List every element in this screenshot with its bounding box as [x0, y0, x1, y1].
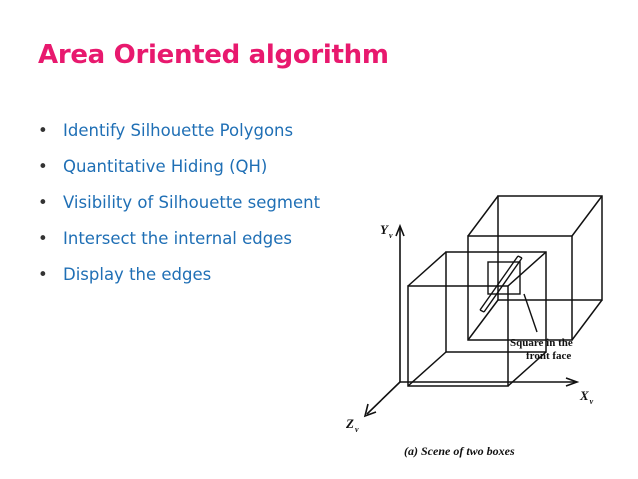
z-axis-arrow [363, 403, 377, 418]
y-axis-arrow [395, 223, 405, 237]
back-box [467, 195, 603, 341]
callout-label-line2: front face [526, 350, 571, 362]
figure-caption: (a) Scene of two boxes [404, 444, 515, 458]
square-diagonal-cap [479, 309, 485, 313]
two-boxes-figure: Yv Xv Zv Square in the front face (a) Sc… [345, 195, 603, 458]
square-diagonal-cap [517, 255, 523, 259]
back-box-edge [467, 195, 499, 237]
front-box-front-face [407, 285, 509, 387]
y-axis-label: Yv [380, 222, 393, 240]
bullet-text: Intersect the internal edges [63, 229, 292, 248]
back-box-edge [571, 299, 603, 341]
front-box-rear-face [445, 251, 547, 353]
back-box-rear-face [497, 195, 603, 301]
back-box-front-face [467, 235, 573, 341]
x-axis-arrow [565, 377, 580, 387]
bullet-list: • Identify Silhouette Polygons • Quantitat… [38, 119, 320, 299]
bullet-item: • Identify Silhouette Polygons [38, 119, 320, 155]
front-box-edge [507, 351, 547, 387]
front-face-square [479, 255, 538, 333]
bullet-dot: • [38, 265, 48, 284]
callout-leader-line [523, 293, 538, 333]
z-axis-label: Zv [345, 416, 359, 434]
bullet-dot: • [38, 229, 48, 248]
square-diagonal [483, 257, 523, 313]
bullet-item: • Intersect the internal edges [38, 227, 320, 263]
front-box-edge [507, 251, 547, 287]
inner-square [487, 261, 521, 295]
bullet-item: • Display the edges [38, 263, 320, 299]
bullet-dot: • [38, 121, 48, 140]
bullet-text: Quantitative Hiding (QH) [63, 157, 268, 176]
z-axis-line [366, 381, 401, 415]
back-box-edge [467, 299, 499, 341]
callout-label-line1: Square in the [510, 337, 573, 349]
slide-title: Area Oriented algorithm [38, 40, 389, 70]
bullet-dot: • [38, 157, 48, 176]
back-box-edge [571, 195, 603, 237]
square-diagonal [479, 255, 519, 311]
bullet-text: Identify Silhouette Polygons [63, 121, 294, 140]
bullet-text: Visibility of Silhouette segment [63, 193, 321, 212]
bullet-item: • Visibility of Silhouette segment [38, 191, 320, 227]
bullet-dot: • [38, 193, 48, 212]
front-box [407, 251, 547, 387]
front-box-edge [407, 351, 447, 387]
bullet-item: • Quantitative Hiding (QH) [38, 155, 320, 191]
front-box-edge [407, 251, 447, 287]
x-axis-label: Xv [579, 388, 594, 406]
bullet-text: Display the edges [63, 265, 212, 284]
axes [363, 223, 580, 418]
